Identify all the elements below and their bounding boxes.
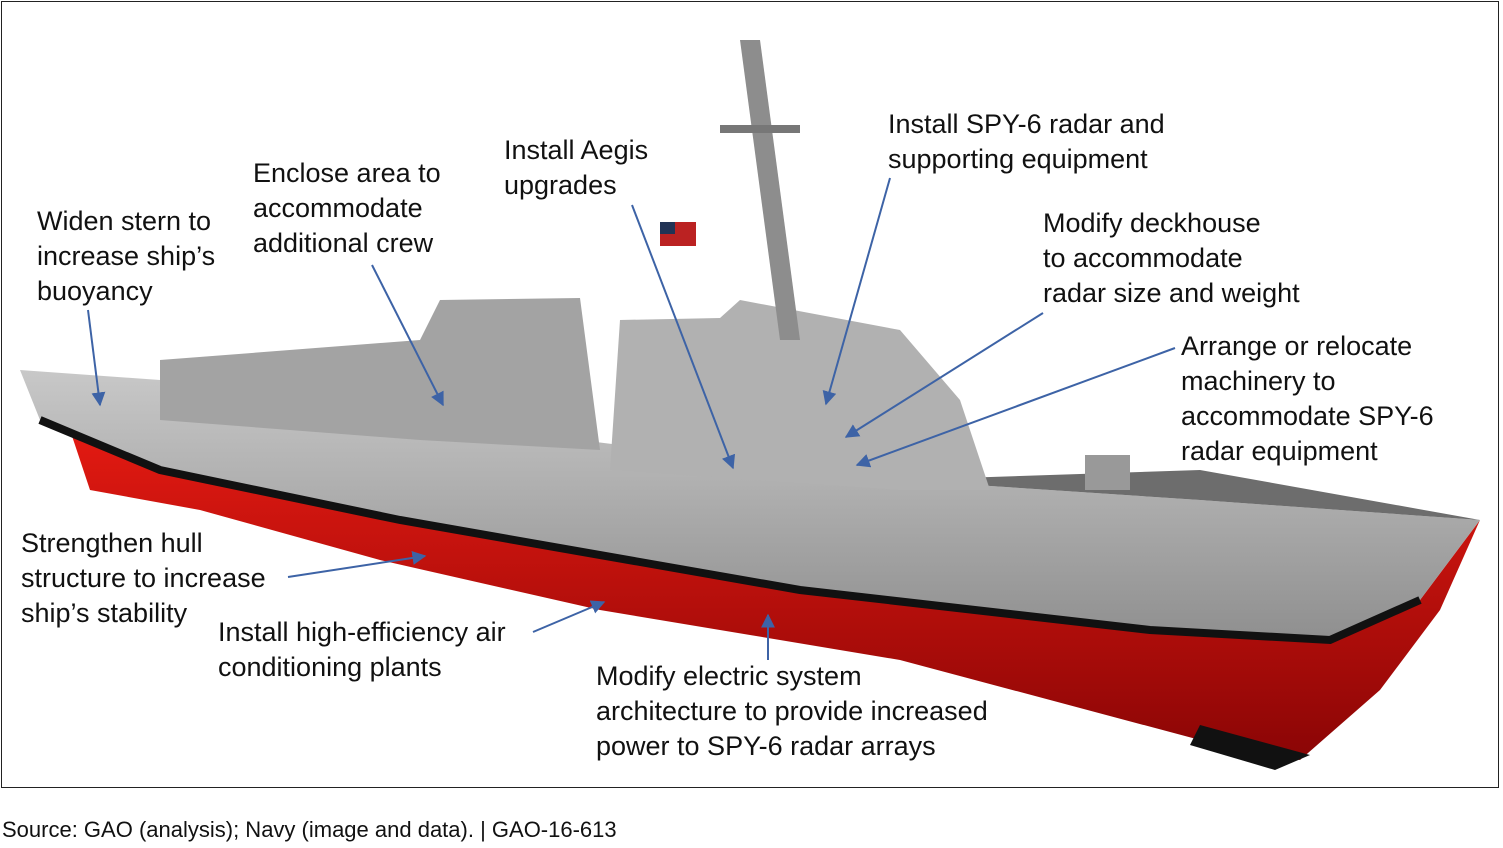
label-deckhouse: Modify deckhouse to accommodate radar si… <box>1043 208 1300 308</box>
arrow-aegis <box>631 204 736 470</box>
label-electric: Modify electric system architecture to p… <box>596 661 988 761</box>
label-hull: Strengthen hull structure to increase sh… <box>21 528 266 628</box>
label-enclose-area: Enclose area to accommodate additional c… <box>253 158 441 258</box>
arrow-hull <box>287 550 427 578</box>
aft-deckhouse <box>160 298 600 450</box>
label-air-conditioning: Install high-efficiency air conditioning… <box>218 617 506 682</box>
ship-waterline <box>38 416 1422 645</box>
arrow-deckhouse <box>844 312 1044 438</box>
ship-hull-boot <box>1190 725 1310 770</box>
arrow-spy6-radar <box>822 177 891 406</box>
mast-yard <box>720 125 800 133</box>
source-footer: Source: GAO (analysis); Navy (image and … <box>2 817 617 842</box>
arrow-machinery <box>855 347 1176 468</box>
label-widen-stern: Widen stern to increase ship’s buoyancy <box>37 206 216 306</box>
arrow-air-conditioning <box>532 600 606 633</box>
label-machinery: Arrange or relocate machinery to accommo… <box>1181 331 1434 466</box>
gun-mount <box>1085 455 1130 490</box>
label-spy6-radar: Install SPY-6 radar and supporting equip… <box>888 109 1165 174</box>
ship-deck <box>900 470 1480 520</box>
ship-hull-red <box>70 430 1480 760</box>
ship-hull-grey <box>20 370 1480 640</box>
label-aegis: Install Aegis upgrades <box>504 135 649 200</box>
arrow-enclose-area <box>371 264 444 407</box>
mast <box>740 40 800 340</box>
figure-frame <box>1 1 1499 788</box>
arrow-widen-stern <box>87 309 106 407</box>
forward-deckhouse <box>610 300 990 490</box>
